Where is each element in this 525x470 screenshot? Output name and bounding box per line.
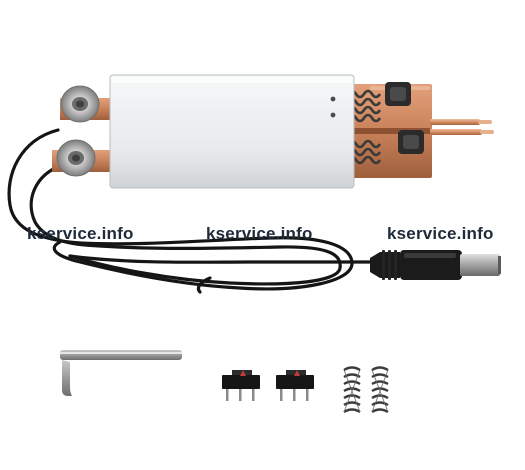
dc-plug (370, 250, 501, 280)
watermark-text: kservice.info (206, 224, 313, 243)
electrode-tips (430, 119, 494, 135)
terminal-nut (56, 85, 100, 177)
hex-allen-key (60, 350, 182, 396)
spare-springs (343, 366, 389, 414)
welding-pen-housing (109, 74, 355, 189)
watermark-text: kservice.info (27, 224, 134, 243)
micro-switch (222, 370, 314, 401)
clamp-bolt (385, 82, 424, 154)
power-cable (7, 128, 374, 294)
watermark-text: kservice.info (387, 224, 494, 243)
